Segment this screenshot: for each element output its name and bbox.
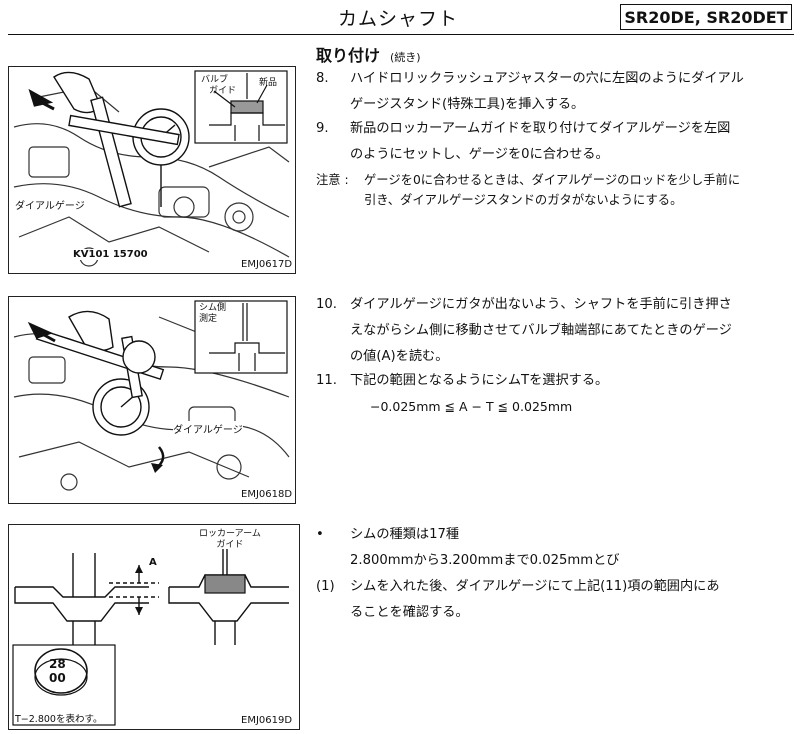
shim-formula: −0.025mm ≦ A − T ≦ 0.025mm	[370, 399, 573, 414]
shim-caption: T−2.800を表わす。	[15, 714, 103, 725]
figure-2-illustration	[13, 300, 290, 491]
step-9: 9. 新品のロッカーアームガイドを取り付けてダイアルゲージを左図 のようにセット…	[316, 121, 731, 162]
step-10: 10. ダイアルゲージにガタが出ないよう、シャフトを手前に引き押さ えながらシム…	[316, 297, 732, 364]
figure-shim-diagram: ロッカーアーム ガイド A 28 00 T−2.800を表わす。 EMJ0619…	[8, 524, 300, 730]
shim-types-bullet: • シムの種類は17種 2.800mmから3.200mmまで0.025mmとび	[316, 527, 620, 568]
figure-code: EMJ0617D	[241, 259, 293, 270]
figure-code: EMJ0618D	[241, 489, 293, 500]
page-title: カムシャフト	[338, 8, 459, 30]
figure-3-illustration	[12, 549, 289, 726]
caution-note: 注意 : ゲージを0に合わせるときは、ダイアルゲージのロッドを少し手前に 引き、…	[316, 173, 741, 207]
label-dial-gauge: ダイアルゲージ	[15, 197, 85, 212]
label-valve-guide: バルブ ガイド	[201, 75, 237, 96]
label-special-tool: KV101 15700	[73, 249, 148, 260]
shim-marking: 28 00	[49, 657, 66, 685]
step-8: 8. ハイドロリックラッシュアジャスターの穴に左図のようにダイアル ゲージスタン…	[316, 71, 744, 112]
step-11: 11. 下記の範囲となるようにシムTを選択する。	[316, 373, 609, 388]
label-a-dimension: A	[149, 557, 157, 568]
label-rocker-guide: ロッカーアーム ガイド	[199, 529, 261, 550]
label-dial-gauge-2: ダイアルゲージ	[173, 421, 243, 436]
section-title: 取り付け(続き)	[316, 46, 421, 65]
label-shim-side: シム側 測定	[199, 303, 227, 324]
figure-dial-gauge-setup: バルブ ガイド 新品 ダイアルゲージ KV101 15700 EMJ0617D	[8, 66, 296, 274]
figure-code: EMJ0619D	[241, 715, 293, 726]
header-rule	[8, 34, 794, 35]
figure-shim-measurement: シム側 測定 ダイアルゲージ EMJ0618D	[8, 296, 296, 504]
check-item-1: (1) シムを入れた後、ダイアルゲージにて上記(11)項の範囲内にあ ることを確…	[316, 579, 720, 620]
figure-1-illustration	[13, 70, 290, 267]
label-new: 新品	[259, 78, 278, 88]
model-badge: SR20DE, SR20DET	[620, 4, 792, 30]
